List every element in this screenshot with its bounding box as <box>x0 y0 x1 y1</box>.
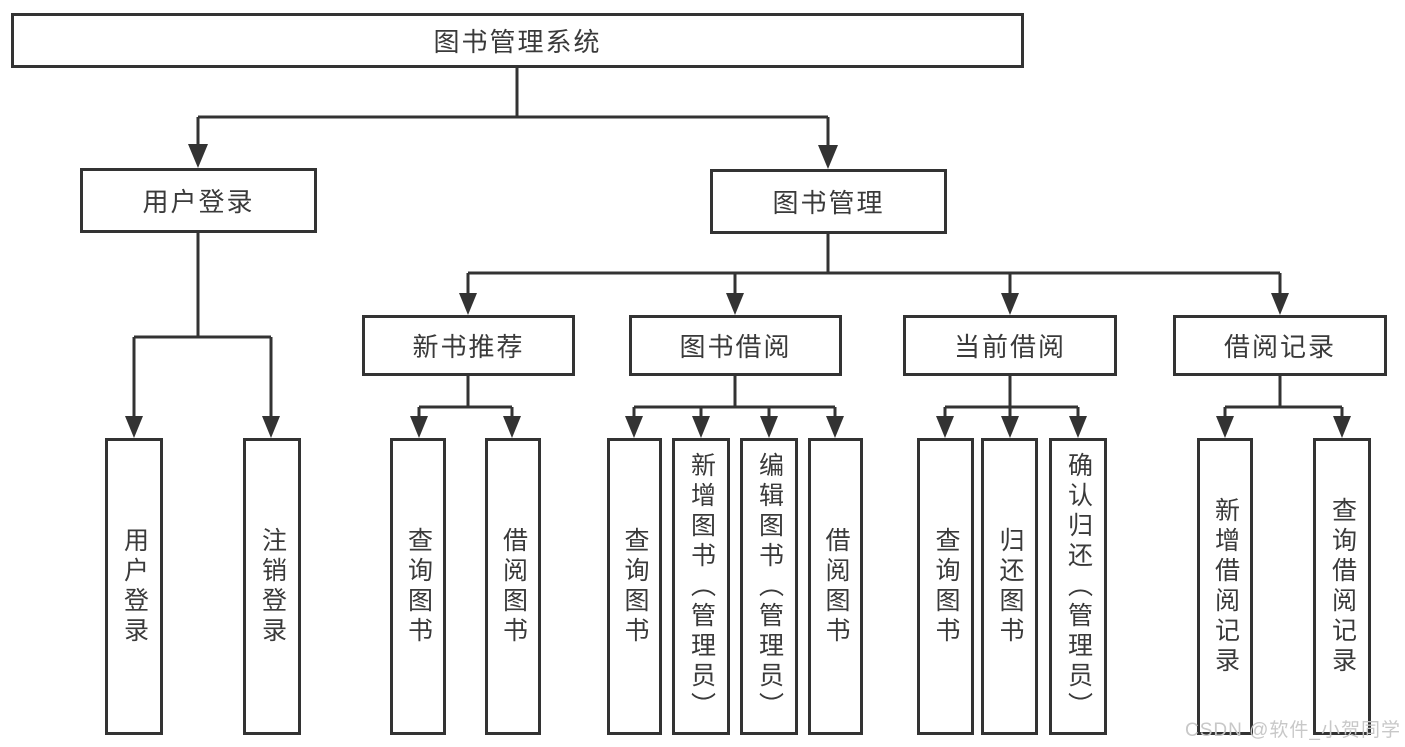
leaf-borrow-edit-books-admin: 编辑图书（管理员） <box>740 438 798 735</box>
leaf-user-login: 用户登录 <box>105 438 163 735</box>
leaf-current-confirm-return-admin: 确认归还（管理员） <box>1049 438 1107 735</box>
node-current-borrow: 当前借阅 <box>903 315 1117 376</box>
node-book-borrow: 图书借阅 <box>629 315 842 376</box>
leaf-recommend-query-books: 查询图书 <box>390 438 446 735</box>
node-book-management: 图书管理 <box>710 169 947 234</box>
csdn-watermark: CSDN @软件_小贺同学 <box>1185 720 1401 741</box>
connector-paths <box>132 68 1344 420</box>
leaf-recommend-borrow-books: 借阅图书 <box>485 438 541 735</box>
leaf-current-return-books: 归还图书 <box>981 438 1038 735</box>
leaf-records-add-record: 新增借阅记录 <box>1197 438 1253 735</box>
leaf-current-query-books: 查询图书 <box>917 438 974 735</box>
leaf-logout: 注销登录 <box>243 438 301 735</box>
node-root-system: 图书管理系统 <box>11 13 1024 68</box>
leaf-borrow-add-books-admin: 新增图书（管理员） <box>672 438 730 735</box>
node-new-book-recommend: 新书推荐 <box>362 315 575 376</box>
leaf-borrow-borrow-books: 借阅图书 <box>808 438 863 735</box>
node-user-login: 用户登录 <box>80 168 317 233</box>
leaf-records-query-record: 查询借阅记录 <box>1313 438 1371 735</box>
leaf-borrow-query-books: 查询图书 <box>607 438 662 735</box>
arrow-down-icons <box>125 144 1351 438</box>
node-borrow-records: 借阅记录 <box>1173 315 1387 376</box>
